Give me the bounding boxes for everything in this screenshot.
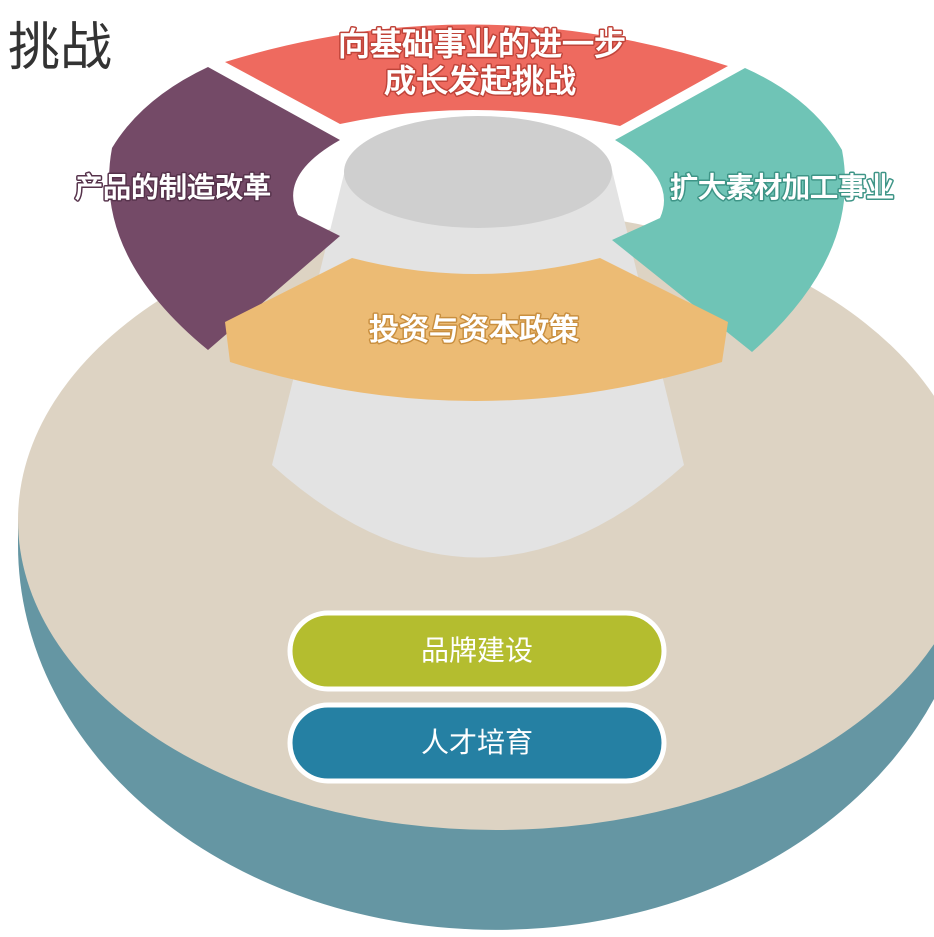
pill-talent-label: 人才培育 (421, 726, 533, 759)
pill-talent-shape (287, 702, 667, 784)
segment-right-shape (612, 68, 846, 352)
pill-talent: 人才培育 (287, 702, 667, 784)
cone-top (344, 116, 612, 228)
segment-bottom-shape (225, 258, 728, 401)
segment-top-shape (225, 24, 728, 126)
pill-brand-label: 品牌建设 (421, 634, 533, 667)
segment-left-label: 产品的制造改革 (75, 171, 271, 204)
segment-top-label-line1: 向基础事业的进一步 (338, 25, 626, 63)
segment-top-label-line2: 成长发起挑战 (384, 62, 576, 100)
segment-right-label: 扩大素材加工事业 (670, 171, 894, 204)
pill-brand: 品牌建设 (287, 610, 667, 692)
segment-left-shape (109, 67, 340, 350)
segment-bottom-label: 投资与资本政策 (369, 313, 579, 348)
page-heading: 挑战 (8, 18, 113, 78)
pill-brand-shape (287, 610, 667, 692)
